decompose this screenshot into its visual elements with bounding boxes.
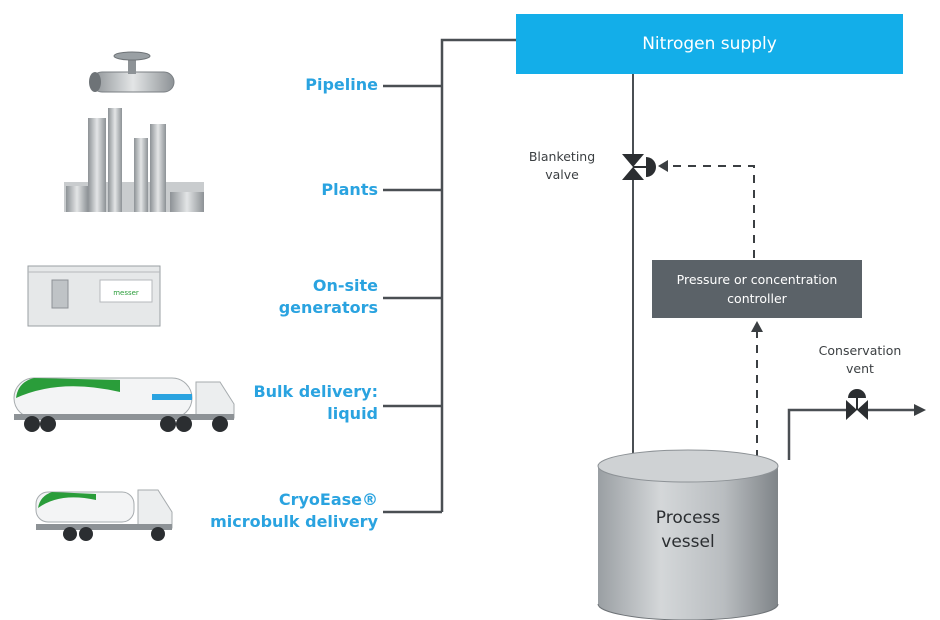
conservation-vent-label: Conservation vent xyxy=(818,343,902,376)
source-on-site-line1: On-site xyxy=(312,276,378,295)
nitrogen-supply-label: Nitrogen supply xyxy=(642,34,777,54)
signal-arrow-to-controller xyxy=(751,321,763,332)
process-vessel-shape xyxy=(597,449,779,620)
source-plants: Plants xyxy=(321,179,378,201)
source-cryoease-line2: microbulk delivery xyxy=(210,512,378,531)
on-site-generator-illustration: messer xyxy=(27,265,161,327)
source-bulk-line1: Bulk delivery: xyxy=(253,382,378,401)
bulk-liquid-truck-illustration xyxy=(13,377,235,432)
controller-label-line2: controller xyxy=(727,291,787,306)
conservation-vent-valve-icon xyxy=(846,389,868,420)
microbulk-truck-illustration xyxy=(35,489,173,541)
source-on-site-generators: On-site generators xyxy=(279,275,378,319)
pressure-controller-box: Pressure or concentration controller xyxy=(652,260,862,318)
blanketing-valve-icon xyxy=(622,154,656,180)
svg-text:messer: messer xyxy=(113,289,139,297)
vent-arrow-head xyxy=(914,404,926,416)
source-cryoease-microbulk: CryoEase® microbulk delivery xyxy=(210,489,378,533)
signal-arrow-to-valve xyxy=(658,160,668,172)
source-on-site-line2: generators xyxy=(278,298,378,317)
source-pipeline: Pipeline xyxy=(305,74,378,96)
vent-line xyxy=(787,408,916,460)
source-bulk-delivery-liquid: Bulk delivery: liquid xyxy=(253,381,378,425)
source-pipeline-label: Pipeline xyxy=(305,75,378,94)
control-signal-lines xyxy=(668,165,758,458)
plants-illustration xyxy=(64,108,204,212)
pipeline-illustration xyxy=(89,51,175,93)
blanketing-valve-label: Blanketing valve xyxy=(528,149,596,182)
nitrogen-supply-box: Nitrogen supply xyxy=(516,14,903,74)
process-vessel-label: Process vessel xyxy=(655,508,721,552)
source-connector-lines xyxy=(383,38,516,514)
source-bulk-line2: liquid xyxy=(327,404,378,423)
source-cryoease-line1: CryoEase® xyxy=(278,490,378,509)
source-plants-label: Plants xyxy=(321,180,378,199)
controller-label-line1: Pressure or concentration xyxy=(676,272,838,287)
